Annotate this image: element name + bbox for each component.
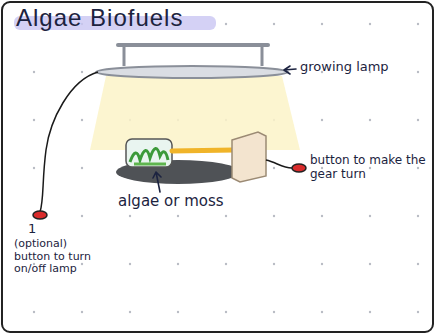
gear-cord (266, 160, 292, 168)
pointer-arrow (284, 66, 296, 74)
algae (134, 163, 166, 166)
gear-box (232, 132, 266, 182)
lamp-cord (40, 72, 98, 212)
algae (130, 148, 168, 162)
light-glow (90, 76, 300, 150)
turntable (116, 160, 240, 184)
pointer-arrow (153, 172, 161, 192)
lamp-button (33, 211, 47, 219)
lamp-post (261, 45, 264, 66)
page-frame (2, 2, 433, 332)
annotation-label: algae or moss (118, 193, 268, 210)
title: Algae Biofuels (16, 4, 183, 32)
annotation-label: growing lamp (300, 60, 400, 75)
annotation-label: (optional) button to turn on/off lamp (14, 238, 104, 276)
growing-lamp (96, 66, 288, 78)
annotation-label: button to make the gear turn (310, 154, 428, 182)
lamp-bar (118, 43, 268, 47)
annotation-label: 1 (28, 222, 48, 237)
gear-button (292, 164, 306, 172)
gear-rod (172, 150, 234, 151)
jar (126, 139, 172, 167)
lamp-post (123, 45, 126, 66)
